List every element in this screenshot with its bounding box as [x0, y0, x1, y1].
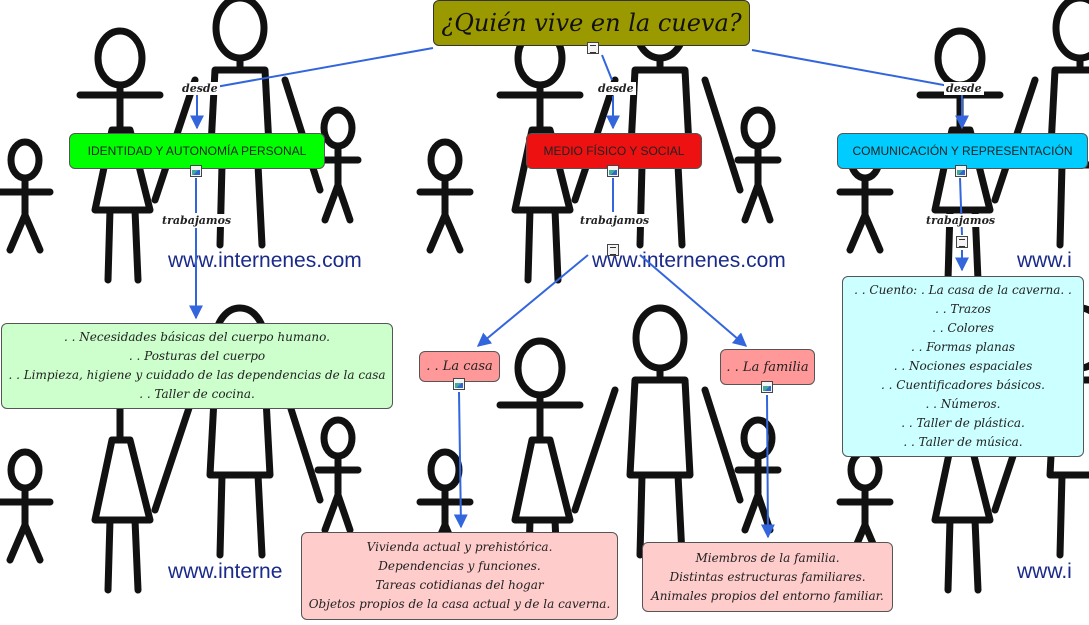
image-icon[interactable] [453, 378, 465, 390]
content-item: Distintas estructuras familiares. [669, 569, 866, 584]
link-label: trabajamos [924, 214, 998, 227]
content-item: . . Cuentificadores básicos. [880, 378, 1045, 392]
watermark: www.i [1017, 249, 1072, 272]
content-item: Miembros de la familia. [695, 550, 840, 565]
area-comunicacion-node[interactable]: COMUNICACIÓN Y REPRESENTACIÓN [837, 133, 1088, 169]
familia-contents-node[interactable]: Miembros de la familia. Distintas estruc… [642, 542, 893, 612]
area-comunicacion-label: COMUNICACIÓN Y REPRESENTACIÓN [852, 143, 1073, 158]
content-item: Objetos propios de la casa actual y de l… [308, 597, 611, 611]
content-item: . . Taller de música. [903, 435, 1023, 449]
area-identidad-label: IDENTIDAD Y AUTONOMÍA PERSONAL [87, 143, 307, 158]
document-icon[interactable] [587, 42, 599, 54]
content-item: Vivienda actual y prehistórica. [366, 540, 553, 554]
subtopic-familia-label: . . La familia [726, 359, 809, 375]
content-item: . . Taller de plástica. [901, 416, 1025, 430]
content-item: . . Limpieza, higiene y cuidado de las d… [8, 368, 386, 382]
link-label: trabajamos [160, 214, 234, 227]
content-item: . . Necesidades básicas del cuerpo human… [64, 330, 330, 344]
subtopic-familia-node[interactable]: . . La familia [720, 349, 815, 385]
content-item: . . Nociones espaciales [893, 359, 1033, 373]
content-item: . . Taller de cocina. [139, 387, 255, 401]
link-label: trabajamos [578, 214, 652, 227]
content-item: Animales propios del entorno familiar. [651, 588, 884, 603]
casa-contents-node[interactable]: Vivienda actual y prehistórica. Dependen… [301, 532, 618, 620]
watermark: www.internenes.com [168, 249, 362, 272]
watermark: www.interne [168, 560, 283, 583]
content-item: . . Números. [925, 397, 1001, 411]
identidad-contents-node[interactable]: . . Necesidades básicas del cuerpo human… [1, 323, 393, 409]
watermark: www.internenes.com [592, 249, 786, 272]
map-title-node[interactable]: ¿Quién vive en la cueva? [433, 0, 750, 46]
area-medio-label: MEDIO FÍSICO Y SOCIAL [543, 143, 685, 158]
link-label: desde [180, 82, 220, 95]
content-item: . . Trazos [935, 302, 991, 316]
image-icon[interactable] [761, 381, 773, 393]
content-item: Tareas cotidianas del hogar [375, 578, 544, 592]
area-identidad-node[interactable]: IDENTIDAD Y AUTONOMÍA PERSONAL [69, 133, 325, 169]
image-icon[interactable] [955, 165, 967, 177]
content-item: . . Colores [932, 321, 994, 335]
image-icon[interactable] [190, 165, 202, 177]
content-item: . . Cuento: . La casa de la caverna. . [854, 283, 1072, 297]
watermark: www.i [1017, 560, 1072, 583]
content-item: . . Formas planas [910, 340, 1016, 354]
document-icon[interactable] [956, 236, 968, 248]
link-label: desde [596, 82, 636, 95]
link-label: desde [944, 82, 984, 95]
area-medio-node[interactable]: MEDIO FÍSICO Y SOCIAL [526, 133, 702, 169]
document-icon[interactable] [607, 244, 619, 256]
content-item: . . Posturas del cuerpo [128, 349, 266, 363]
content-item: Dependencias y funciones. [378, 559, 541, 573]
comunicacion-contents-node[interactable]: . . Cuento: . La casa de la caverna. . .… [842, 276, 1084, 457]
image-icon[interactable] [607, 165, 619, 177]
subtopic-casa-node[interactable]: . . La casa [419, 351, 500, 382]
page-title: ¿Quién vive en la cueva? [441, 9, 742, 37]
subtopic-casa-label: . . La casa [426, 359, 493, 374]
